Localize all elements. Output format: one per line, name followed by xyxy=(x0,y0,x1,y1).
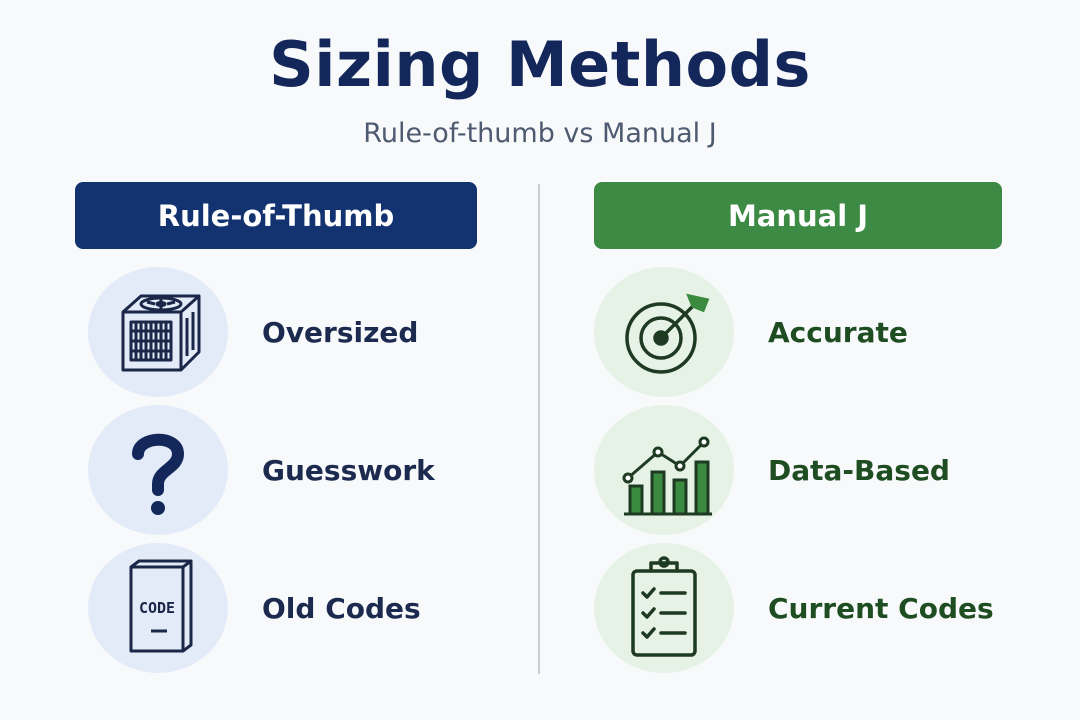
right-item-data-based: Data-Based xyxy=(594,405,950,535)
item-label: Oversized xyxy=(262,315,419,349)
left-item-old-codes: CODE Old Codes xyxy=(88,543,421,673)
target-arrow-icon xyxy=(594,267,734,397)
item-label: Current Codes xyxy=(768,591,994,625)
right-item-accurate: Accurate xyxy=(594,267,908,397)
rule-of-thumb-header: Rule-of-Thumb xyxy=(75,182,477,249)
page-subtitle: Rule-of-thumb vs Manual J xyxy=(363,118,717,149)
right-item-current-codes: Current Codes xyxy=(594,543,994,673)
left-item-oversized: Oversized xyxy=(88,267,418,397)
left-item-guesswork: Guesswork xyxy=(88,405,435,535)
manual-j-header: Manual J xyxy=(594,182,1002,249)
item-label: Old Codes xyxy=(262,591,421,625)
item-label: Data-Based xyxy=(768,453,950,487)
item-label: Guesswork xyxy=(262,453,435,487)
page-title: Sizing Methods xyxy=(269,28,811,101)
checklist-clipboard-icon xyxy=(594,543,734,673)
item-label: Accurate xyxy=(768,315,908,349)
code-book-text: CODE xyxy=(139,599,175,617)
question-mark-icon xyxy=(88,405,228,535)
ac-unit-icon xyxy=(88,267,228,397)
bar-chart-icon xyxy=(594,405,734,535)
code-book-icon: CODE xyxy=(88,543,228,673)
column-divider xyxy=(538,184,540,674)
